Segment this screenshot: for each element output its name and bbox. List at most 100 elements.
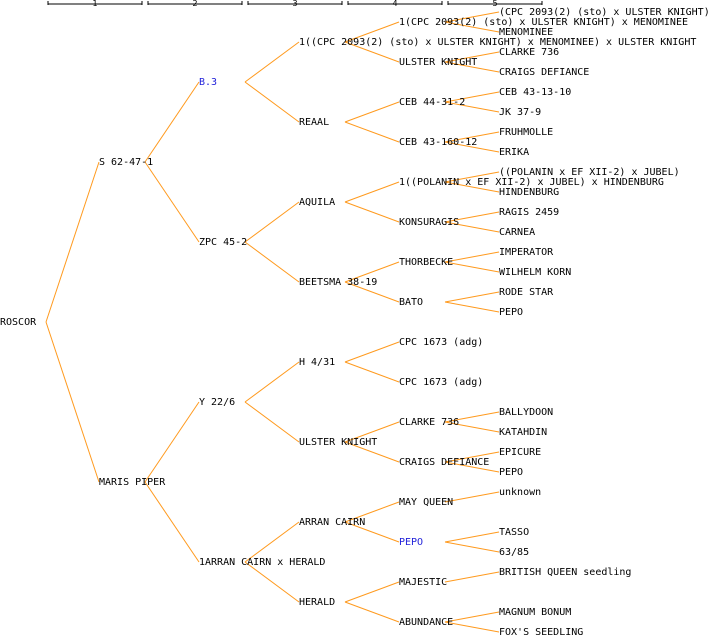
pedigree-node-gen4: BEETSMA 38-19	[299, 277, 378, 288]
pedigree-connector	[244, 401, 300, 443]
pedigree-connector	[144, 481, 200, 563]
pedigree-node-gen5: ABUNDANCE	[399, 617, 454, 628]
pedigree-connector	[444, 21, 500, 33]
pedigree-node-gen6: CEB 43-13-10	[499, 87, 572, 98]
pedigree-connector	[344, 421, 400, 443]
pedigree-connector	[144, 401, 200, 483]
pedigree-connector	[444, 491, 500, 503]
pedigree-connector	[444, 61, 500, 73]
pedigree-connector	[444, 621, 500, 633]
pedigree-connector	[344, 601, 400, 623]
generation-label-1: 1	[92, 0, 98, 8]
pedigree-node-gen6: EPICURE	[499, 447, 542, 458]
pedigree-node-gen4: REAAL	[299, 117, 330, 128]
pedigree-connector	[344, 261, 400, 283]
pedigree-connector	[244, 41, 300, 83]
pedigree-node-gen2: S 62-47-1	[99, 157, 154, 168]
pedigree-node-gen5: KONSURAGIS	[399, 217, 460, 228]
pedigree-connector	[444, 261, 500, 273]
pedigree-node-gen5: THORBECKE	[399, 257, 454, 268]
pedigree-connector	[444, 91, 500, 103]
pedigree-connector	[244, 81, 300, 123]
pedigree-node-gen5: MAY QUEEN	[399, 497, 454, 508]
pedigree-connector	[344, 21, 400, 43]
pedigree-node-gen4: HERALD	[299, 597, 336, 608]
pedigree-node-gen6: HINDENBURG	[499, 187, 560, 198]
pedigree-connector	[244, 361, 300, 403]
pedigree-connector	[344, 41, 400, 63]
pedigree-node-gen5: BATO	[399, 297, 424, 308]
pedigree-connector	[444, 461, 500, 473]
pedigree-connector	[344, 101, 400, 123]
pedigree-node-gen5: CRAIGS DEFIANCE	[399, 457, 490, 468]
generation-label-2: 2	[192, 0, 198, 8]
pedigree-node-gen3: ZPC 45-2	[199, 237, 248, 248]
pedigree-node-gen6: PEPO	[499, 467, 524, 478]
pedigree-node-gen6: 63/85	[499, 547, 530, 558]
pedigree-connector	[244, 241, 300, 283]
pedigree-connector	[444, 611, 500, 623]
pedigree-connector	[344, 361, 400, 383]
pedigree-connector	[144, 161, 200, 243]
pedigree-connector	[444, 141, 500, 153]
pedigree-node-gen6: JK 37-9	[499, 107, 542, 118]
pedigree-node-gen3[interactable]: B.3	[199, 77, 218, 88]
pedigree-connector	[444, 131, 500, 143]
pedigree-node-gen4: ARRAN CAIRN	[299, 517, 366, 528]
pedigree-connector	[344, 501, 400, 523]
pedigree-connector	[45, 321, 100, 483]
pedigree-connector	[344, 281, 400, 303]
pedigree-node-gen6: BALLYDOON	[499, 407, 554, 418]
pedigree-connector	[144, 81, 200, 163]
pedigree-connector	[444, 51, 500, 63]
pedigree-connector	[444, 181, 500, 193]
pedigree-node-gen6: TASSO	[499, 527, 530, 538]
pedigree-connector	[444, 421, 500, 433]
pedigree-node-gen5: CEB 44-31-2	[399, 97, 466, 108]
pedigree-node-gen6: RAGIS 2459	[499, 207, 560, 218]
pedigree-node-gen6: WILHELM KORN	[499, 267, 572, 278]
pedigree-connector	[444, 211, 500, 223]
pedigree-node-gen5: CEB 43-160-12	[399, 137, 478, 148]
pedigree-node-gen6: CLARKE 736	[499, 47, 560, 58]
pedigree-node-gen6: (CPC 2093(2) (sto) x ULSTER KNIGHT)	[499, 7, 710, 18]
pedigree-node-gen6: FOX'S SEEDLING	[499, 627, 584, 638]
pedigree-connector	[344, 441, 400, 463]
pedigree-connector	[444, 531, 500, 543]
pedigree-node-gen4: AQUILA	[299, 197, 336, 208]
pedigree-node-gen6: MENOMINEE	[499, 27, 554, 38]
pedigree-node-gen5: 1((POLANIN x EF XII-2) x JUBEL) x HINDEN…	[399, 177, 664, 188]
pedigree-node-gen5: CPC 1673 (adg)	[399, 377, 484, 388]
pedigree-connector	[45, 161, 100, 323]
generation-label-4: 4	[392, 0, 398, 8]
pedigree-node-gen6: PEPO	[499, 307, 524, 318]
pedigree-node-gen5: ULSTER KNIGHT	[399, 57, 478, 68]
pedigree-node-gen6: MAGNUM BONUM	[499, 607, 572, 618]
pedigree-connector	[444, 251, 500, 263]
pedigree-connector	[344, 341, 400, 363]
pedigree-connector	[344, 581, 400, 603]
pedigree-node-gen4: H 4/31	[299, 357, 336, 368]
generation-label-3: 3	[292, 0, 298, 8]
pedigree-node-gen5[interactable]: PEPO	[399, 537, 424, 548]
pedigree-node-gen6: unknown	[499, 487, 542, 498]
pedigree-connector	[344, 521, 400, 543]
pedigree-node-gen6: ((POLANIN x EF XII-2) x JUBEL)	[499, 167, 680, 178]
pedigree-connector	[444, 221, 500, 233]
generation-label-5: 5	[492, 0, 498, 8]
pedigree-node-gen1: ROSCOR	[0, 317, 37, 328]
pedigree-connector	[444, 171, 500, 183]
pedigree-node-gen6: CARNEA	[499, 227, 536, 238]
pedigree-node-gen5: 1(CPC 2093(2) (sto) x ULSTER KNIGHT) x M…	[399, 17, 688, 28]
pedigree-connector	[444, 451, 500, 463]
pedigree-connector	[344, 201, 400, 223]
pedigree-node-gen3: 1ARRAN CAIRN x HERALD	[199, 557, 326, 568]
pedigree-node-gen6: RODE STAR	[499, 287, 554, 298]
pedigree-connector	[244, 521, 300, 563]
pedigree-node-gen6: FRUHMOLLE	[499, 127, 554, 138]
pedigree-connector	[444, 11, 500, 23]
pedigree-node-gen4: 1((CPC 2093(2) (sto) x ULSTER KNIGHT) x …	[299, 37, 697, 48]
pedigree-connector	[344, 121, 400, 143]
